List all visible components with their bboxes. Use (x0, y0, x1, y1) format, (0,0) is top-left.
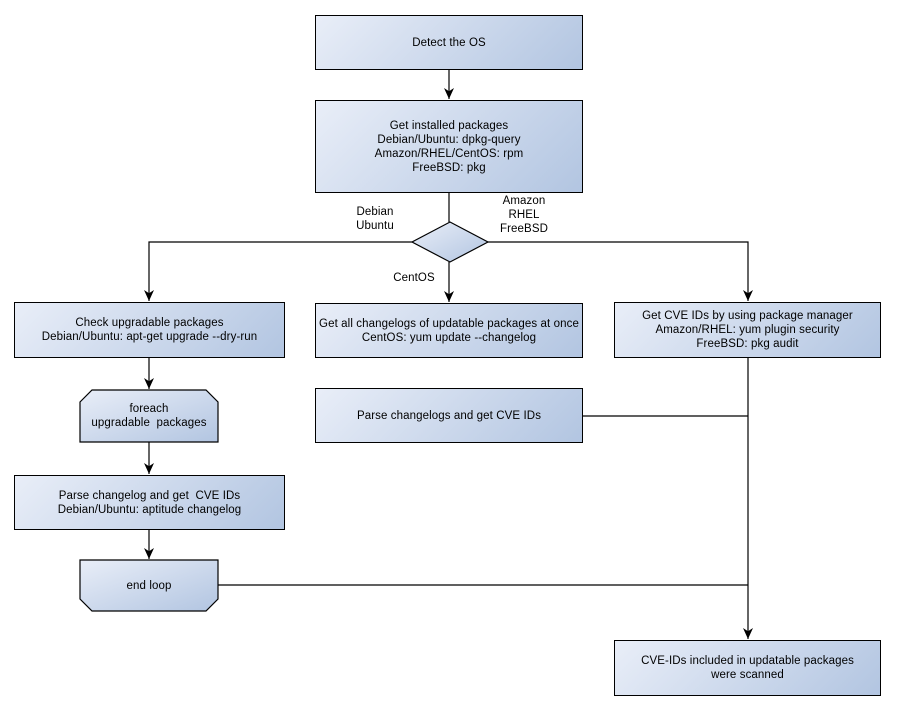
node-foreach-loop: foreach upgradable packages (80, 390, 218, 442)
node-get-cve-by-package-manager-label: Get CVE IDs by using package manager Ama… (642, 310, 853, 350)
node-get-installed-packages-label: Get installed packages Debian/Ubuntu: dp… (374, 119, 524, 174)
node-check-upgradable: Check upgradable packages Debian/Ubuntu:… (14, 302, 285, 358)
branch-label-debian-ubuntu: Debian Ubuntu (356, 206, 394, 232)
foreach-loop-shape (79, 389, 219, 443)
node-get-cve-by-package-manager: Get CVE IDs by using package manager Ama… (614, 302, 881, 358)
edge-decision-to-check-upgradable (144, 241, 412, 301)
branch-label-amazon-rhel-freebsd: Amazon RHEL FreeBSD (500, 195, 548, 235)
node-parse-changelog: Parse changelog and get CVE IDs Debian/U… (14, 475, 285, 530)
node-get-installed-packages: Get installed packages Debian/Ubuntu: dp… (315, 100, 583, 193)
node-check-upgradable-label: Check upgradable packages Debian/Ubuntu:… (41, 317, 258, 343)
node-detect-os-label: Detect the OS (412, 36, 486, 49)
node-end-loop-label: end loop (126, 579, 172, 592)
node-get-all-changelogs: Get all changelogs of updatable packages… (315, 303, 583, 358)
node-detect-os: Detect the OS (315, 15, 583, 70)
end-loop-shape (79, 559, 219, 612)
os-decision-diamond (410, 221, 490, 263)
branch-label-centos: CentOS (393, 272, 435, 284)
node-end-loop: end loop (80, 560, 218, 611)
node-scanned-result-label: CVE-IDs included in updatable packages w… (641, 655, 854, 681)
edge-decision-to-get-cve (488, 241, 753, 301)
node-parse-changelogs-label: Parse changelogs and get CVE IDs (356, 409, 542, 422)
node-scanned-result: CVE-IDs included in updatable packages w… (614, 640, 881, 696)
node-get-all-changelogs-label: Get all changelogs of updatable packages… (319, 317, 579, 344)
node-foreach-loop-label: foreach upgradable packages (91, 403, 207, 429)
node-parse-changelog-label: Parse changelog and get CVE IDs Debian/U… (57, 489, 242, 516)
node-parse-changelogs: Parse changelogs and get CVE IDs (315, 388, 583, 443)
